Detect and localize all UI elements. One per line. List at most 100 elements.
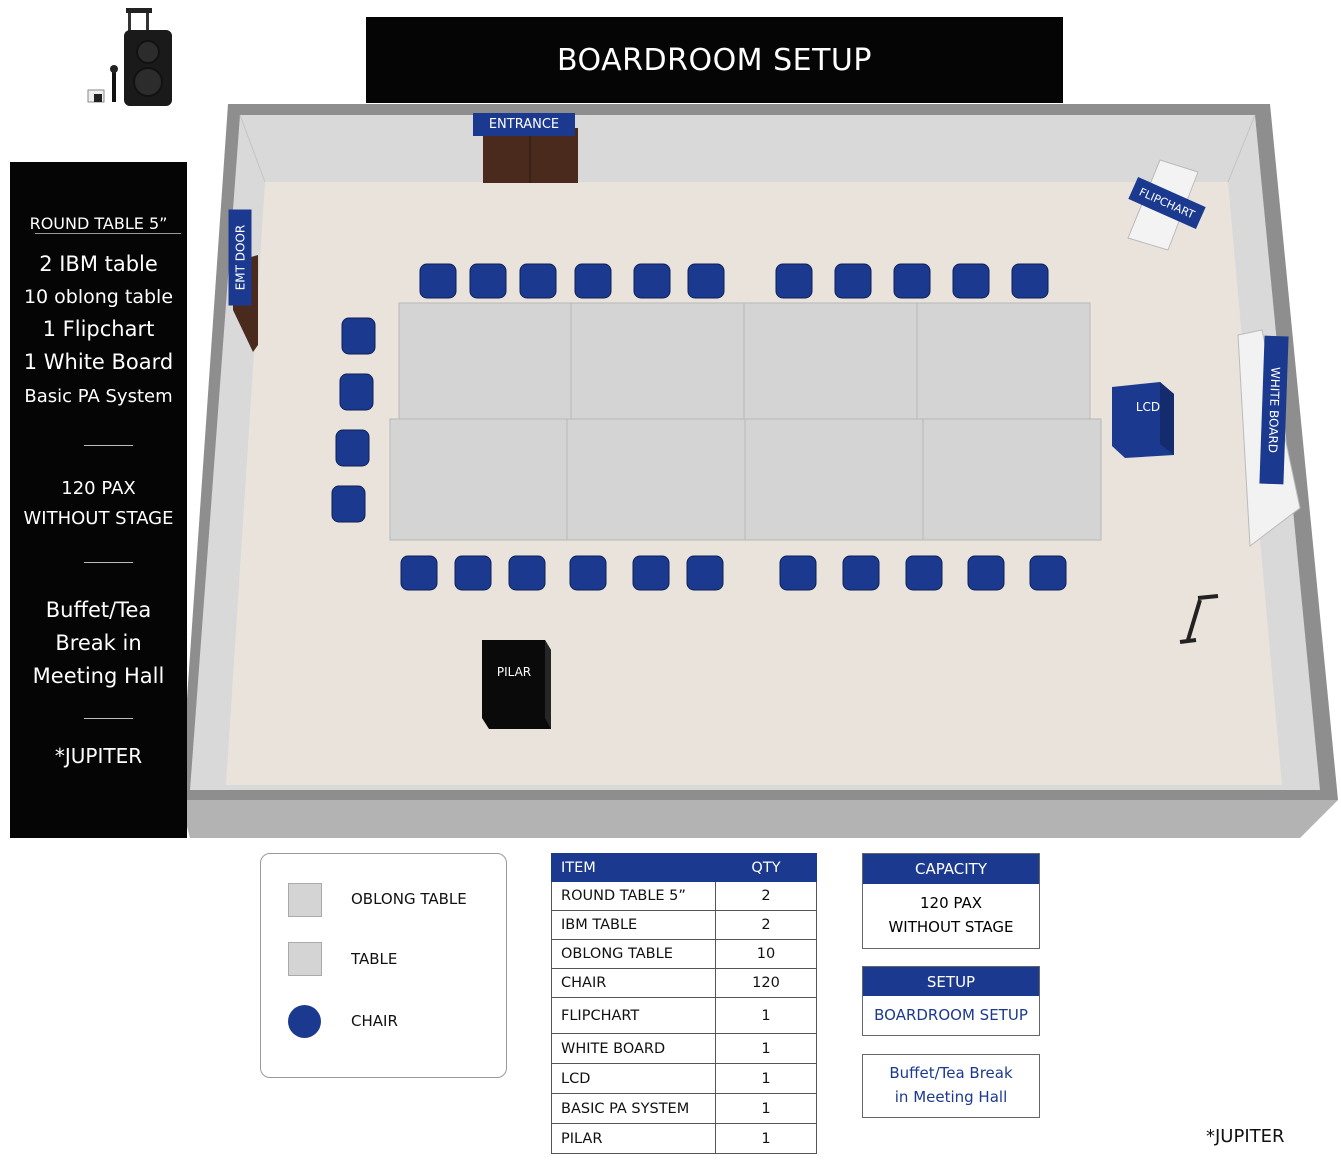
chair <box>893 263 931 299</box>
panel-heading: ROUND TABLE 5” <box>29 214 168 233</box>
item-cell: LCD <box>551 1063 716 1094</box>
oblong-table <box>744 418 924 541</box>
oblong-table <box>743 302 918 420</box>
chair <box>834 263 872 299</box>
chair <box>775 263 813 299</box>
oblong-table <box>570 302 745 420</box>
capacity-line-1: 120 PAX <box>919 894 983 912</box>
item-cell: IBM TABLE <box>551 910 716 940</box>
pilar-box <box>482 640 551 729</box>
oblong-table <box>922 418 1102 541</box>
chair <box>632 555 670 591</box>
chair <box>331 485 366 523</box>
chair <box>967 555 1005 591</box>
panel-line-flipchart: 1 Flipchart <box>42 317 155 341</box>
table-row: ROUND TABLE 5”2 <box>551 881 817 911</box>
item-cell: ROUND TABLE 5” <box>551 881 716 911</box>
qty-cell: 2 <box>715 910 817 940</box>
panel-line-ibm: 2 IBM table <box>39 252 158 276</box>
lcd-box <box>1112 382 1174 458</box>
buffet-line-1: Buffet/Tea Break <box>889 1064 1013 1082</box>
item-cell: OBLONG TABLE <box>551 939 716 969</box>
panel-buffet-2: Break in <box>55 631 142 655</box>
oblong-table <box>566 418 746 541</box>
capacity-line-2: WITHOUT STAGE <box>888 918 1014 936</box>
legend-table-swatch <box>288 942 322 976</box>
legend-box: OBLONG TABLE TABLE CHAIR <box>260 853 507 1078</box>
qty-cell: 1 <box>715 997 817 1034</box>
qty-cell: 1 <box>715 1123 817 1154</box>
qty-cell: 1 <box>715 1033 817 1064</box>
chair <box>400 555 438 591</box>
chair <box>633 263 671 299</box>
legend-chair-label: CHAIR <box>351 1012 398 1030</box>
panel-capacity-1: 120 PAX <box>61 478 136 499</box>
panel-buffet-1: Buffet/Tea <box>45 598 152 622</box>
chair <box>469 263 507 299</box>
legend-table-label: TABLE <box>351 950 398 968</box>
item-column-header: ITEM <box>551 853 716 882</box>
oblong-tables-group <box>389 302 1102 541</box>
left-summary-panel: ROUND TABLE 5” 2 IBM table 10 oblong tab… <box>10 162 187 838</box>
pa-speaker-image <box>87 8 172 106</box>
chair <box>779 555 817 591</box>
oblong-table <box>389 418 568 541</box>
chair <box>686 555 724 591</box>
panel-line-pa: Basic PA System <box>24 386 173 407</box>
chair <box>569 555 607 591</box>
capacity-heading: CAPACITY <box>863 854 1039 884</box>
item-cell: FLIPCHART <box>551 997 716 1034</box>
panel-line-whiteboard: 1 White Board <box>23 350 174 374</box>
panel-line-oblong: 10 oblong table <box>23 286 174 308</box>
chair <box>687 263 725 299</box>
room-floor-plan <box>180 104 1338 838</box>
legend-chair-swatch <box>288 1005 321 1038</box>
legend-oblong-table-swatch <box>288 883 322 917</box>
entrance-sign: ENTRANCE <box>473 113 575 136</box>
buffet-box: Buffet/Tea Break in Meeting Hall <box>862 1054 1040 1118</box>
qty-cell: 2 <box>715 881 817 911</box>
chair <box>454 555 492 591</box>
oblong-table <box>916 302 1091 420</box>
capacity-box: CAPACITY 120 PAX WITHOUT STAGE <box>862 853 1040 949</box>
item-cell: CHAIR <box>551 968 716 998</box>
item-cell: WHITE BOARD <box>551 1033 716 1064</box>
panel-capacity-2: WITHOUT STAGE <box>23 508 174 529</box>
setup-heading: SETUP <box>863 967 1039 996</box>
items-table-header: ITEM QTY <box>551 853 817 882</box>
page-title: BOARDROOM SETUP <box>366 17 1063 103</box>
white-board-sign: WHITE BOARD <box>1259 335 1289 485</box>
emt-door-sign: EMT DOOR <box>228 209 252 306</box>
chair <box>842 555 880 591</box>
chair <box>905 555 943 591</box>
mic-stand <box>1179 594 1219 644</box>
chair <box>339 373 374 411</box>
item-cell: BASIC PA SYSTEM <box>551 1093 716 1124</box>
item-cell: PILAR <box>551 1123 716 1154</box>
room-wall-front <box>180 800 1338 838</box>
chair <box>341 317 376 355</box>
qty-cell: 10 <box>715 939 817 969</box>
chair <box>1029 555 1067 591</box>
chair <box>1011 263 1049 299</box>
chair <box>519 263 557 299</box>
panel-location: *JUPITER <box>54 744 143 768</box>
buffet-line-2: in Meeting Hall <box>894 1088 1008 1106</box>
qty-column-header: QTY <box>715 853 817 882</box>
chair <box>419 263 457 299</box>
setup-value: BOARDROOM SETUP <box>874 1006 1028 1024</box>
qty-cell: 120 <box>715 968 817 998</box>
legend-oblong-table-label: OBLONG TABLE <box>351 890 467 908</box>
chair <box>574 263 612 299</box>
setup-box: SETUP BOARDROOM SETUP <box>862 966 1040 1036</box>
chair <box>508 555 546 591</box>
oblong-table <box>398 302 572 420</box>
